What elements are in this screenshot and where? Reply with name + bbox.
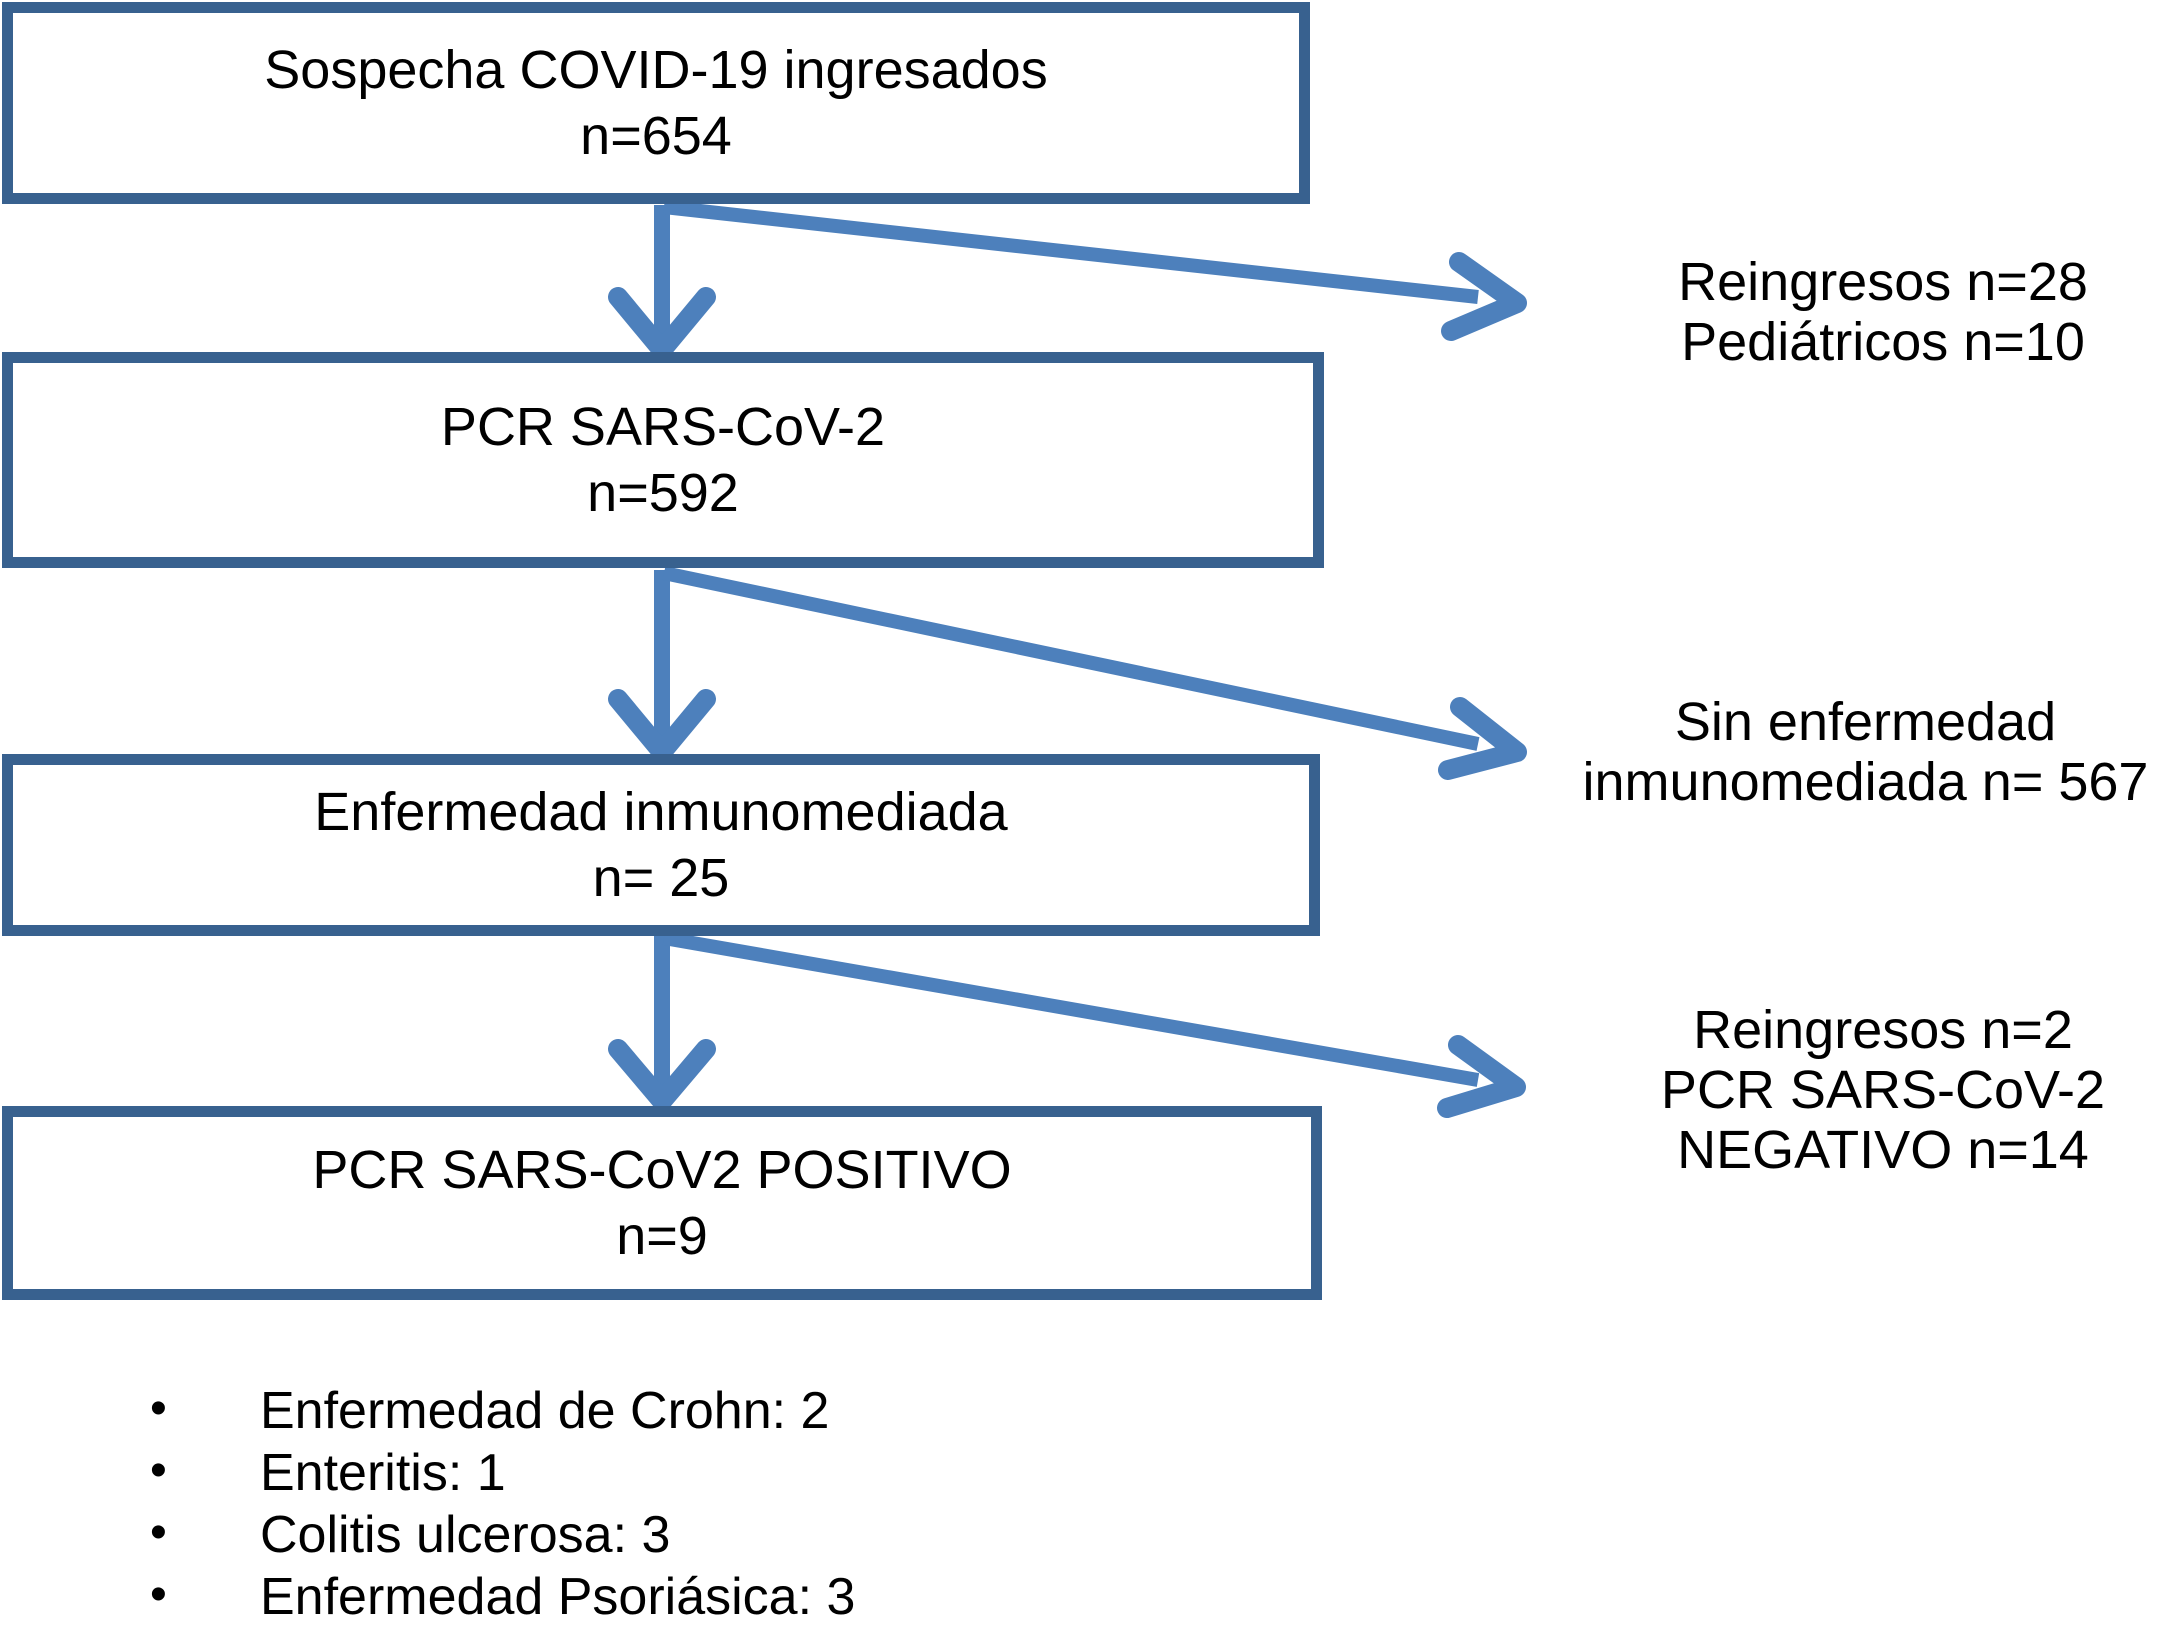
arrow-branch-2-head <box>1438 697 1527 780</box>
arrow-down-1-head <box>608 287 716 360</box>
arrow-down-1 <box>608 205 716 360</box>
arrow-branch-3 <box>662 931 1526 1118</box>
note-exclusion-3-line-2: PCR SARS-CoV-2 <box>1660 1060 2106 1120</box>
arrow-down-2 <box>608 570 716 762</box>
note-exclusion-reingresos-pediatricos: Reingresos n=28 Pediátricos n=10 <box>1600 252 2166 372</box>
bullet-item-psoriasica: Enfermedad Psoriásica: 3 <box>150 1564 1450 1628</box>
box-pcr-sars-cov-2-count: n=592 <box>587 463 739 523</box>
arrow-branch-1 <box>663 200 1527 341</box>
note-exclusion-3-line-3: NEGATIVO n=14 <box>1677 1120 2089 1180</box>
note-exclusion-1-line-1: Reingresos n=28 <box>1678 252 2088 312</box>
arrow-branch-2 <box>662 566 1527 780</box>
bullet-item-colitis: Colitis ulcerosa: 3 <box>150 1502 1450 1566</box>
box-pcr-sars-cov-2: PCR SARS-CoV-2 n=592 <box>2 352 1324 568</box>
box-enfermedad-inmunomediada: Enfermedad inmunomediada n= 25 <box>2 754 1320 936</box>
arrow-down-3 <box>608 936 716 1111</box>
box-sospecha-covid-title: Sospecha COVID-19 ingresados <box>264 40 1048 100</box>
box-pcr-positivo: PCR SARS-CoV2 POSITIVO n=9 <box>2 1106 1322 1300</box>
box-pcr-positivo-title: PCR SARS-CoV2 POSITIVO <box>312 1140 1012 1200</box>
arrow-down-3-head <box>608 1039 716 1111</box>
box-enfermedad-inmunomediada-title: Enfermedad inmunomediada <box>314 782 1008 842</box>
box-pcr-sars-cov-2-title: PCR SARS-CoV-2 <box>440 397 886 457</box>
arrow-branch-3-shaft <box>662 931 1480 1087</box>
bullet-item-enteritis: Enteritis: 1 <box>150 1440 1450 1504</box>
box-enfermedad-inmunomediada-count: n= 25 <box>592 848 730 908</box>
box-sospecha-covid: Sospecha COVID-19 ingresados n=654 <box>2 2 1310 204</box>
box-pcr-positivo-count: n=9 <box>616 1206 708 1266</box>
note-exclusion-2-line-1: Sin enfermedad <box>1674 692 2057 752</box>
arrow-branch-3-head <box>1437 1035 1526 1118</box>
arrow-down-2-head <box>608 689 716 762</box>
note-exclusion-pcr-negativo: Reingresos n=2 PCR SARS-CoV-2 NEGATIVO n… <box>1600 1000 2166 1180</box>
arrow-branch-1-shaft <box>663 200 1479 304</box>
arrow-branch-2-shaft <box>662 566 1480 751</box>
bullet-item-crohn: Enfermedad de Crohn: 2 <box>150 1378 1450 1442</box>
diagnosis-bullet-list: Enfermedad de Crohn: 2 Enteritis: 1 Coli… <box>150 1378 1450 1628</box>
note-exclusion-sin-enfermedad: Sin enfermedad inmunomediada n= 567 <box>1565 692 2166 812</box>
note-exclusion-2-line-2: inmunomediada n= 567 <box>1582 752 2149 812</box>
note-exclusion-3-line-1: Reingresos n=2 <box>1693 1000 2073 1060</box>
arrow-branch-1-head <box>1441 252 1527 341</box>
note-exclusion-1-line-2: Pediátricos n=10 <box>1681 312 2085 372</box>
box-sospecha-covid-count: n=654 <box>580 106 732 166</box>
